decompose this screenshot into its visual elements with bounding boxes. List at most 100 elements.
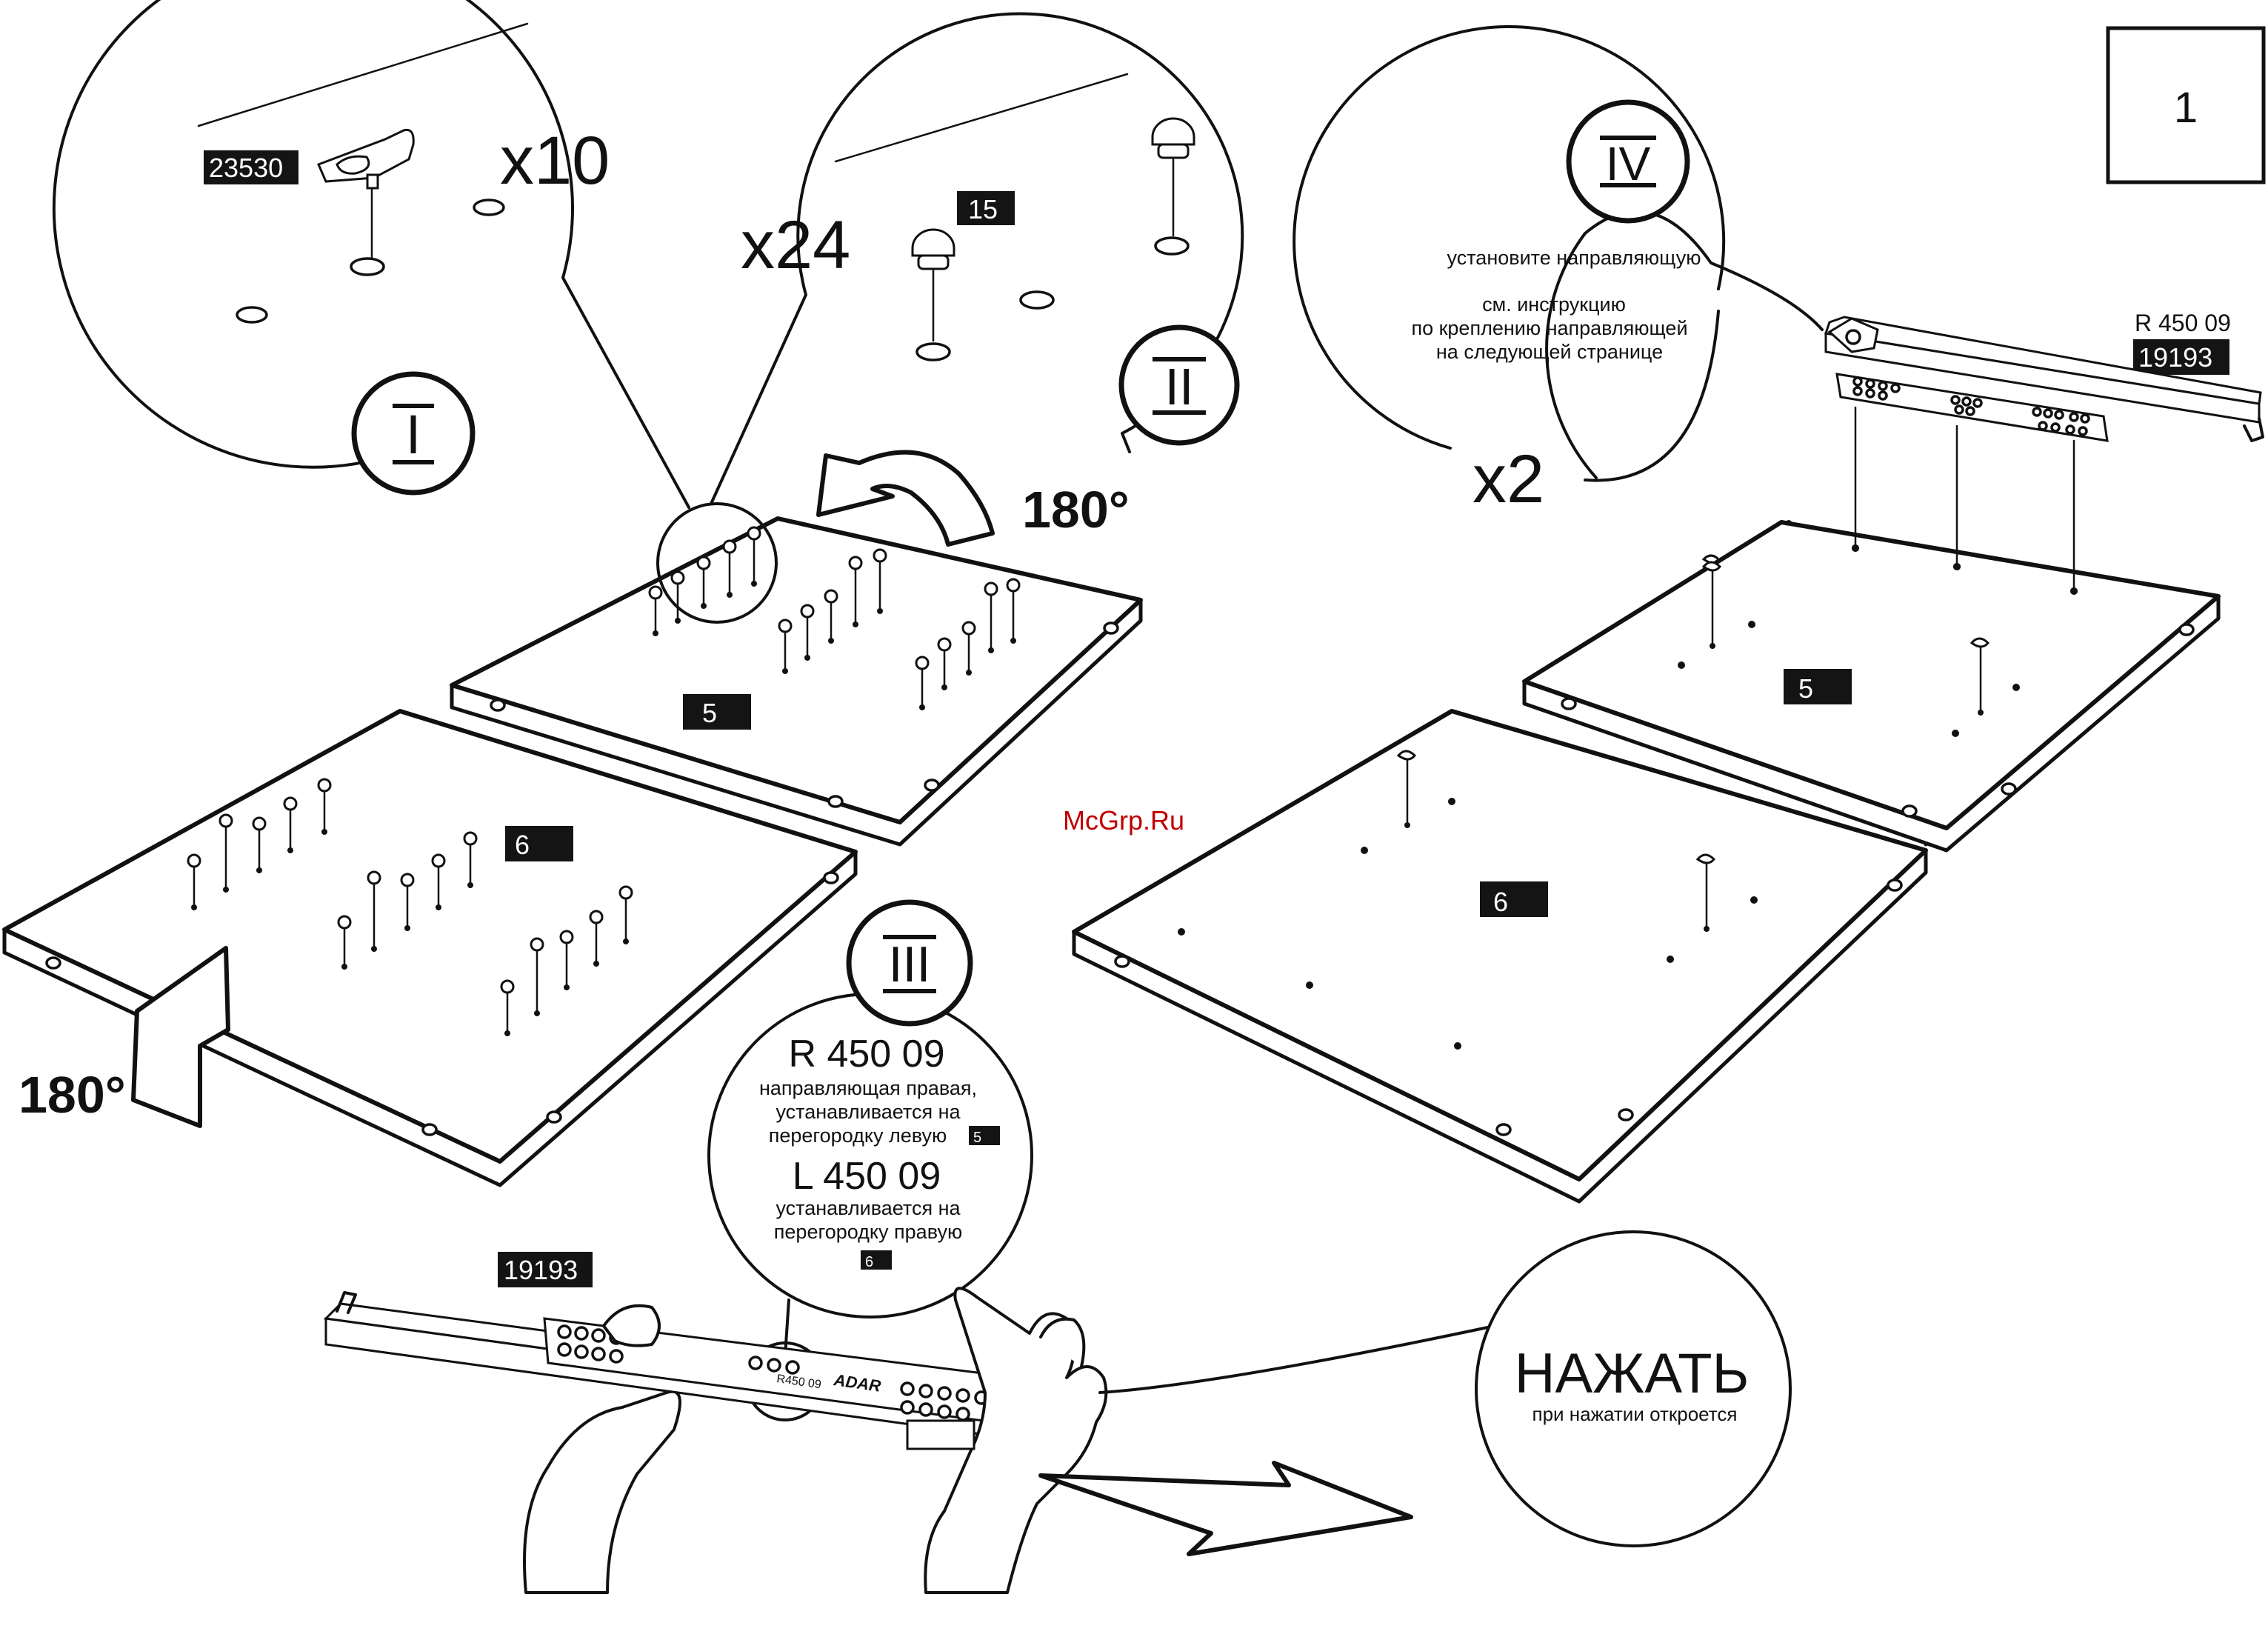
svg-text:15: 15 <box>968 194 998 224</box>
pins-panel-6 <box>187 778 633 1036</box>
rail-desc: перегородку левую <box>769 1124 947 1147</box>
panel-label-6: 6 <box>1480 881 1548 917</box>
rotate-arrow-top: 180° <box>816 450 1130 547</box>
part-code-badge: 15 <box>957 191 1015 225</box>
panel-badge: 5 <box>969 1126 1000 1146</box>
rail-desc: направляющая правая, <box>759 1077 977 1099</box>
pin <box>618 885 633 944</box>
panel-badge: 6 <box>861 1250 892 1270</box>
svg-text:6: 6 <box>1493 887 1508 917</box>
pin <box>1006 578 1021 644</box>
pin <box>937 637 952 690</box>
pin <box>984 581 998 653</box>
svg-text:5: 5 <box>702 698 717 728</box>
step-instruction: см. инструкцию <box>1482 293 1626 316</box>
pin <box>463 831 478 888</box>
pin <box>961 621 976 676</box>
cam-lock <box>1396 750 1417 828</box>
pin <box>696 556 711 609</box>
rail-holes <box>1852 376 2090 436</box>
svg-text:6: 6 <box>515 830 530 860</box>
detail-bubble-step-1: 23530 x10 <box>52 0 690 509</box>
pin <box>337 915 352 970</box>
svg-text:19193: 19193 <box>2138 342 2212 373</box>
press-title: НАЖАТЬ <box>1515 1342 1750 1405</box>
cam-lock <box>1695 853 1716 932</box>
pin <box>500 979 515 1036</box>
watermark: McGrp.Ru <box>1063 805 1184 836</box>
panel-label-6: 6 <box>505 826 573 861</box>
step-number: III <box>889 936 931 993</box>
quantity-label: x10 <box>500 123 610 199</box>
detail-bubble-step-4: IV установите направляющую см. инструкци… <box>1293 25 1824 517</box>
step-marker-1: I <box>351 371 476 496</box>
pin <box>778 619 793 674</box>
panel-6-right: 6 <box>1072 709 1928 1204</box>
svg-text:5: 5 <box>1798 673 1813 704</box>
page-number-box: 1 <box>2106 26 2266 184</box>
cam-lock <box>1970 637 1990 716</box>
pin <box>747 526 761 587</box>
rail-code-left: L 450 09 <box>793 1155 941 1198</box>
cam-lock <box>1701 561 1722 649</box>
step-instruction: установите направляющую <box>1447 247 1701 269</box>
step-instruction: по креплению направляющей <box>1411 317 1687 339</box>
svg-text:5: 5 <box>973 1130 981 1146</box>
step-number: IV <box>1606 137 1651 190</box>
shelf-pin-part <box>1151 117 1195 237</box>
press-subtitle: при нажатии откроется <box>1532 1403 1738 1425</box>
eccentric-lock-part <box>316 128 415 190</box>
pin <box>317 778 332 835</box>
pin <box>400 873 415 931</box>
pin <box>848 556 863 627</box>
pin <box>670 570 685 624</box>
rotate-arrow-left: 180° <box>19 946 230 1128</box>
pin <box>873 548 887 614</box>
rail-desc: перегородку правую <box>774 1221 962 1243</box>
step-marker-2: II <box>1118 324 1240 446</box>
pin <box>530 937 544 1016</box>
drawer-rail-bottom: 19193 ADAR R450 09 <box>323 1252 1108 1594</box>
rail-code: R 450 09 <box>2135 310 2231 336</box>
panel-5-right-surface: 5 <box>1522 520 2221 853</box>
rail-lock-clip <box>1827 317 1879 353</box>
panel-edge-holes <box>45 871 839 1136</box>
rotation-label: 180° <box>19 1066 126 1124</box>
pin <box>648 585 663 636</box>
page-number: 1 <box>2174 84 2198 132</box>
rail-desc: устанавливается на <box>776 1101 961 1123</box>
pin <box>824 589 838 644</box>
rail-desc: устанавливается на <box>776 1197 961 1219</box>
pins-panel-5 <box>648 526 1021 710</box>
panel-label-5: 5 <box>1784 669 1852 704</box>
pin <box>915 656 930 710</box>
detail-bubble-step-3: III R 450 09 направляющая правая, устана… <box>707 899 1033 1421</box>
svg-text:23530: 23530 <box>209 153 283 183</box>
pin <box>283 796 298 853</box>
detail-magnifier <box>656 502 778 624</box>
panel-5-left: 5 <box>450 516 1143 847</box>
step-instruction: на следующей странице <box>1436 341 1663 363</box>
drawer-rail-top: R 450 09 19193 <box>1824 310 2264 595</box>
part-code-badge: 19193 <box>2133 339 2229 375</box>
panel-edge-holes <box>490 621 1119 808</box>
pin <box>219 813 233 893</box>
pin <box>187 853 201 910</box>
quantity-label: x24 <box>741 207 850 283</box>
svg-text:19193: 19193 <box>504 1255 578 1285</box>
part-code-badge: 19193 <box>498 1252 593 1287</box>
step-number: I <box>406 404 421 465</box>
detail-bubble-step-2: 15 x24 <box>710 12 1244 505</box>
pin <box>800 604 815 661</box>
press-bubble: НАЖАТЬ при нажатии откроется <box>1098 1230 1792 1547</box>
pin <box>431 853 446 910</box>
rail-code-right: R 450 09 <box>788 1033 944 1076</box>
press-arrow <box>1038 1461 1413 1556</box>
part-code-badge: 23530 <box>204 150 298 184</box>
pin <box>367 870 381 952</box>
svg-text:6: 6 <box>865 1254 873 1270</box>
rotation-label: 180° <box>1022 481 1130 539</box>
pin <box>559 930 574 990</box>
step-number: II <box>1165 358 1194 416</box>
